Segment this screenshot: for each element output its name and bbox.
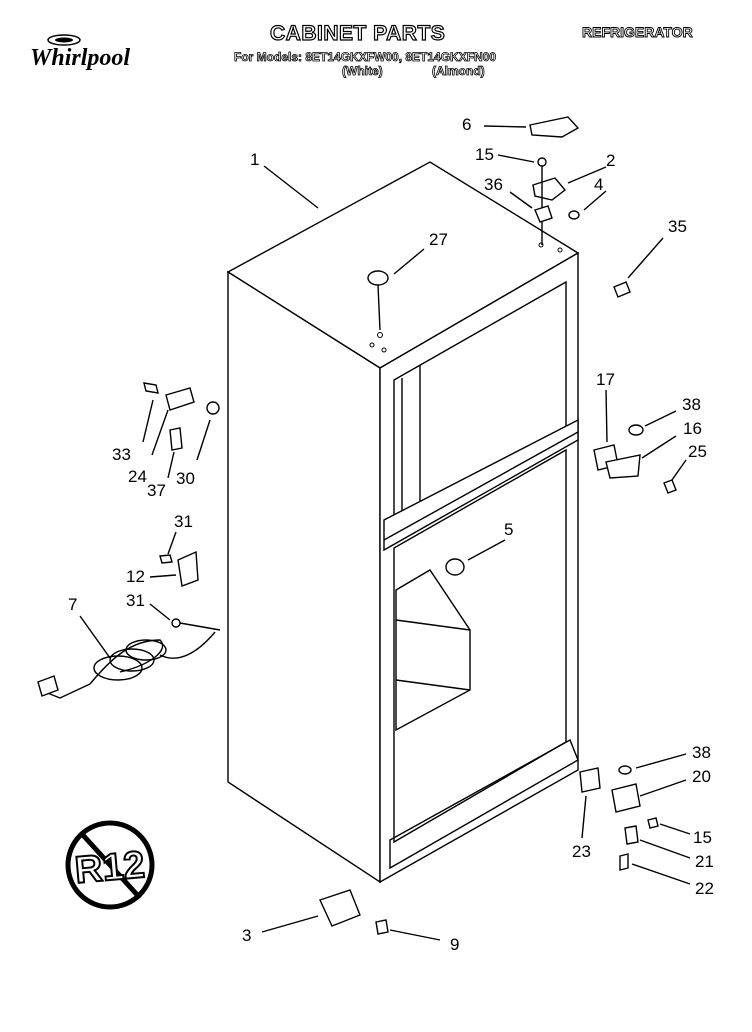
cabinet-body: [226, 161, 580, 884]
top-plug: [367, 270, 389, 331]
callout-38-lower: 38: [692, 743, 711, 762]
leveling-leg: [319, 889, 389, 935]
page-title: CABINET PARTS: [269, 21, 446, 45]
r12-badge-text: R12: [73, 844, 146, 892]
callout-7: 7: [68, 595, 77, 614]
category-label: REFRIGERATOR: [582, 24, 694, 41]
logo-wordmark: Whirlpool: [30, 45, 130, 71]
callout-27: 27: [429, 230, 448, 249]
callout-15-top: 15: [475, 145, 494, 164]
whirlpool-logo: Whirlpool: [24, 30, 154, 77]
callout-36: 36: [484, 175, 503, 194]
callout-21: 21: [695, 852, 714, 871]
callout-6: 6: [462, 115, 471, 134]
variant-almond-label: (Almond): [432, 64, 485, 79]
models-line: For Models: 8ET14GKXFW00, 8ET14GKXFN00: [234, 50, 497, 65]
callout-30: 30: [176, 469, 195, 488]
callout-25: 25: [688, 442, 707, 461]
callout-31-lower: 31: [126, 591, 145, 610]
door-stop-parts: [143, 382, 220, 451]
cord-clip: [159, 550, 199, 587]
hinge-cap: [613, 281, 631, 298]
callout-35: 35: [668, 217, 687, 236]
callout-5: 5: [504, 520, 513, 539]
callout-31-upper: 31: [174, 512, 193, 531]
callout-2: 2: [606, 151, 615, 170]
callout-23: 23: [572, 842, 591, 861]
callout-37: 37: [147, 481, 166, 500]
callout-24: 24: [128, 467, 147, 486]
door-stop: [445, 558, 465, 576]
callout-20: 20: [692, 767, 711, 786]
callout-22: 22: [695, 879, 714, 898]
r12-refrigerant-badge: R12: [65, 820, 155, 910]
callout-17: 17: [596, 370, 615, 389]
callout-3: 3: [242, 926, 251, 945]
callout-1: 1: [250, 150, 259, 169]
callout-38-upper: 38: [682, 395, 701, 414]
center-hinge: [593, 424, 677, 494]
callout-33: 33: [112, 445, 131, 464]
leader-lines: [79, 125, 691, 941]
callout-15-bottom: 15: [693, 828, 712, 847]
callout-4: 4: [594, 175, 603, 194]
variant-white-label: (White): [342, 64, 383, 79]
top-hinge: [532, 157, 580, 245]
top-hinge-cover: [529, 116, 580, 138]
bottom-hinge: [579, 765, 659, 871]
power-cord: [37, 618, 221, 699]
callout-12: 12: [126, 567, 145, 586]
callout-16: 16: [683, 419, 702, 438]
callout-labels: 1 2 3 4 5 6 7 9 12 15 15 16 17 20 21 22 …: [68, 115, 714, 954]
callout-9: 9: [450, 935, 459, 954]
